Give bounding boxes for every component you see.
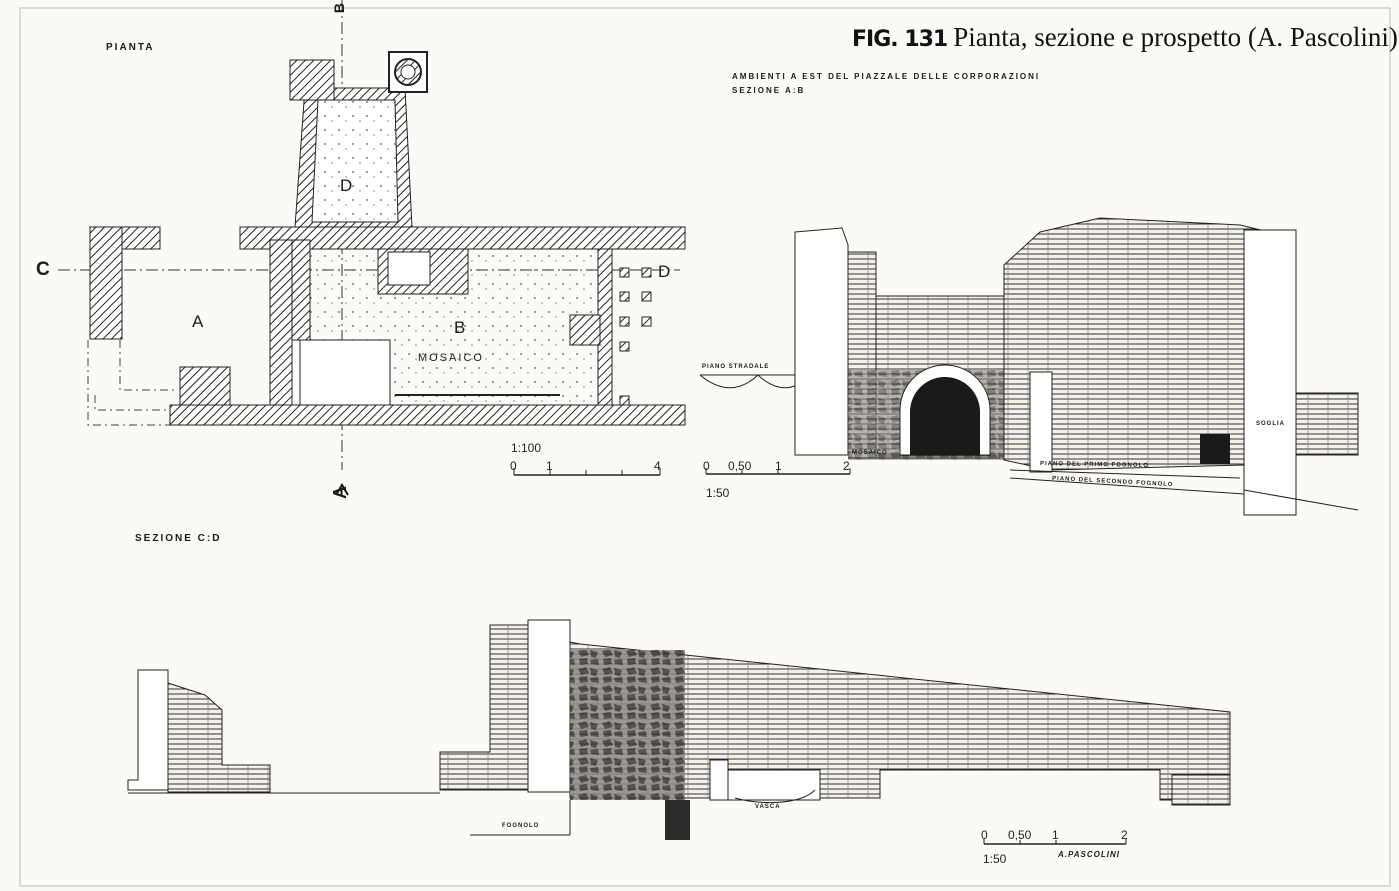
section-ab-drawing: [699, 217, 1359, 516]
figure-caption-text: Pianta, sezione e prospetto (A. Pascolin…: [953, 22, 1399, 52]
ab-scale-tick: 0: [703, 459, 710, 473]
cd-scale-tick: 1: [1052, 828, 1059, 842]
plan-scale-tick: 4: [654, 459, 661, 473]
section-ab-title: AMBIENTI A EST DEL PIAZZALE DELLE CORPOR…: [732, 72, 1041, 81]
mosaic-section-label: MOSAICO: [852, 450, 888, 456]
plan-heading: PIANTA: [106, 42, 155, 53]
drain-label: FOGNOLO: [502, 823, 540, 829]
basin-label: VASCA: [755, 804, 781, 810]
section-cd-heading: SEZIONE C:D: [135, 533, 222, 544]
section-cd-drawing: [127, 619, 1231, 845]
plan-drawing: [58, 0, 686, 496]
cd-scale-tick: 0,50: [1008, 828, 1032, 842]
section-ab-subtitle: SEZIONE A:B: [732, 86, 806, 95]
cd-scale-ratio: 1:50: [983, 852, 1007, 866]
ab-scale-tick: 0,50: [728, 459, 752, 473]
room-b-label: B: [454, 318, 466, 337]
author-credit: A.PASCOLINI: [1058, 850, 1120, 859]
ab-scale-tick: 1: [775, 459, 782, 473]
section-mark-a: A: [330, 486, 350, 499]
street-level-label: PIANO STRADALE: [702, 364, 770, 370]
ab-scale-ratio: 1:50: [706, 486, 730, 500]
mosaic-label: MOSAICO: [418, 352, 484, 364]
cd-scale-tick: 2: [1121, 828, 1128, 842]
figure-number: FIG. 131: [852, 27, 948, 52]
room-d-label: D: [340, 176, 353, 195]
section-mark-c: C: [36, 259, 50, 280]
plan-scale-ratio: 1:100: [511, 441, 542, 455]
cd-scale-tick: 0: [981, 828, 988, 842]
plan-scale-tick: 0: [510, 459, 517, 473]
section-mark-b: B: [331, 2, 348, 14]
plan-scale-tick: 1: [546, 459, 553, 473]
section-mark-d: D: [658, 262, 671, 281]
ab-scale-tick: 2: [843, 459, 850, 473]
room-a-label: A: [192, 312, 204, 331]
threshold-label: SOGLIA: [1256, 421, 1286, 427]
